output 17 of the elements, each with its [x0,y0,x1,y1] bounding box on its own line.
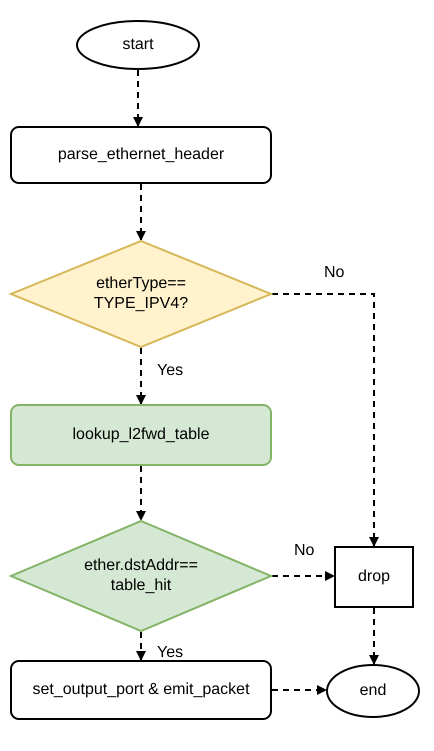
node-label: start [122,35,154,55]
arrow [133,70,143,127]
arrow [272,293,379,547]
arrow [136,466,146,521]
node-label: end [360,681,386,701]
node-label: drop [358,567,390,587]
node-label: ether.dstAddr== table_hit [83,556,199,596]
node-label: etherType== TYPE_IPV4? [92,274,190,314]
arrow [369,608,379,665]
arrow [272,571,335,581]
arrow [272,685,327,695]
node-label: set_output_port & emit_packet [32,680,250,700]
arrow [136,184,146,241]
node-label: lookup_l2fwd_table [72,425,210,445]
arrow [136,632,146,661]
arrow [136,348,146,405]
node-label: parse_ethernet_header [58,145,224,165]
